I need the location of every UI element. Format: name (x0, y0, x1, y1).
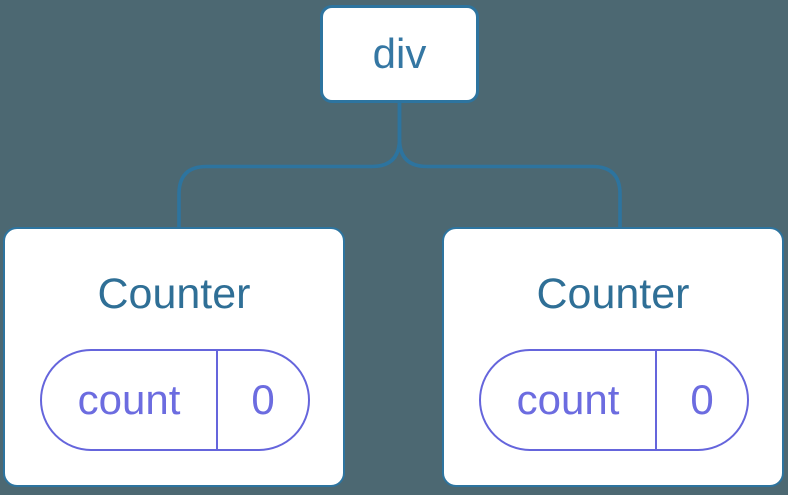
state-value-cell: 0 (657, 351, 747, 449)
counter-card-right: Counter count 0 (442, 227, 784, 487)
state-pill: count 0 (40, 349, 310, 451)
root-node-label: div (372, 30, 427, 77)
connector-right-branch (397, 102, 622, 228)
state-key-cell: count (42, 351, 218, 449)
counter-title: Counter (536, 270, 690, 318)
state-value-label: 0 (251, 376, 275, 423)
counter-card-left: Counter count 0 (3, 227, 345, 487)
state-key-label: count (516, 376, 620, 423)
state-value-cell: 0 (218, 351, 308, 449)
state-key-cell: count (481, 351, 657, 449)
state-key-label: count (77, 376, 181, 423)
counter-title: Counter (97, 270, 251, 318)
state-value-label: 0 (690, 376, 714, 423)
connector-left-branch (177, 102, 402, 228)
root-node: div (320, 5, 479, 103)
state-pill: count 0 (479, 349, 749, 451)
